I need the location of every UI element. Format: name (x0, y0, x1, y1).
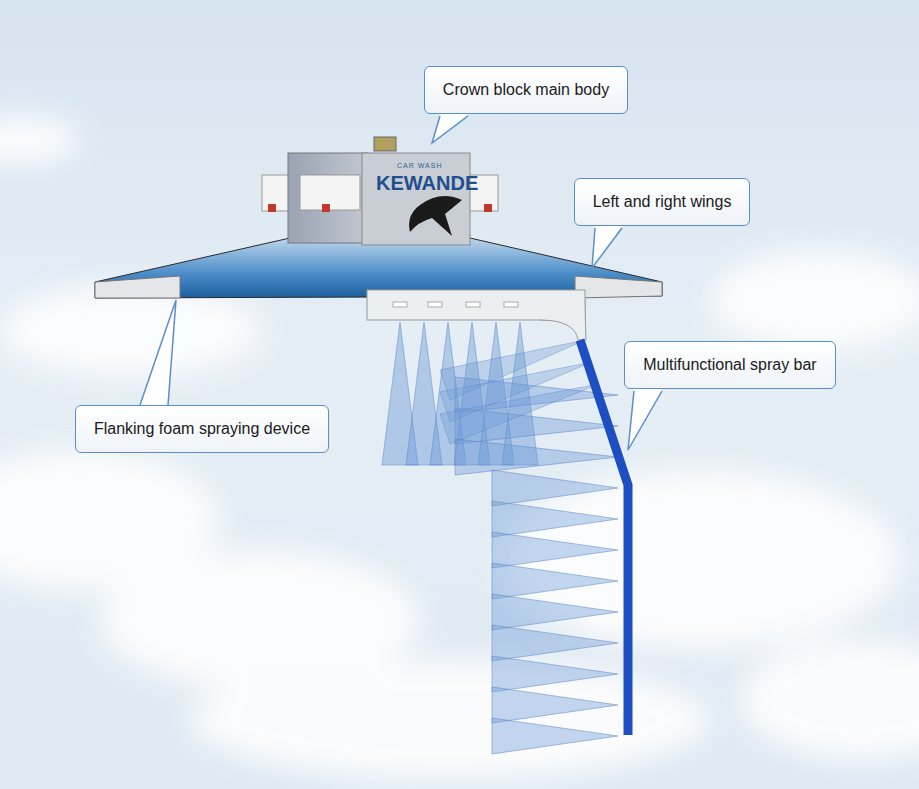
callout-tail-line (432, 116, 468, 143)
top-unit (374, 137, 396, 151)
wing-end (575, 276, 662, 298)
nozzles (393, 302, 518, 307)
wings (95, 238, 662, 298)
body-side (288, 153, 368, 243)
spray-fan (492, 656, 618, 692)
callout-box: Left and right wings (574, 178, 751, 226)
wing-end (95, 276, 180, 298)
lamp (484, 204, 492, 212)
multifunctional-spray-bar (580, 340, 628, 735)
bar-joint (540, 300, 586, 340)
callout-tail (432, 114, 468, 143)
logo-text: CAR WASH (397, 162, 442, 169)
callout-box: Multifunctional spray bar (624, 341, 835, 389)
spray-fan (492, 470, 618, 506)
callout-tail-line (592, 228, 622, 268)
clouds (0, 115, 919, 780)
bird-logo (409, 196, 462, 236)
callout-text: Flanking foam spraying device (94, 418, 310, 440)
spray-fan (492, 563, 618, 599)
callout-text: Left and right wings (593, 191, 732, 213)
callout-tails (140, 114, 662, 450)
lamp (268, 204, 276, 212)
callout-tail-line (628, 391, 662, 450)
spray-fan (492, 687, 618, 723)
logo-text: KEWANDE (376, 172, 478, 195)
lamp (322, 204, 330, 212)
spray-fan (440, 384, 599, 444)
callout-tail (140, 300, 176, 407)
callout-text: Multifunctional spray bar (643, 354, 816, 376)
callout-box: Flanking foam spraying device (75, 405, 329, 453)
callout-text: Crown block main body (443, 79, 609, 101)
spray-fan (492, 532, 618, 568)
spray-fan (492, 625, 618, 661)
callout-tail (592, 226, 622, 268)
callout-box: Crown block main body (424, 66, 628, 114)
callout-tail-line (140, 300, 176, 405)
spray-fans (382, 322, 618, 754)
spray-fan (492, 501, 618, 537)
spray-fan (455, 439, 618, 475)
body-front (362, 153, 470, 245)
callout-tail (628, 389, 662, 450)
spray-fan (492, 718, 618, 754)
spray-fan (492, 594, 618, 630)
